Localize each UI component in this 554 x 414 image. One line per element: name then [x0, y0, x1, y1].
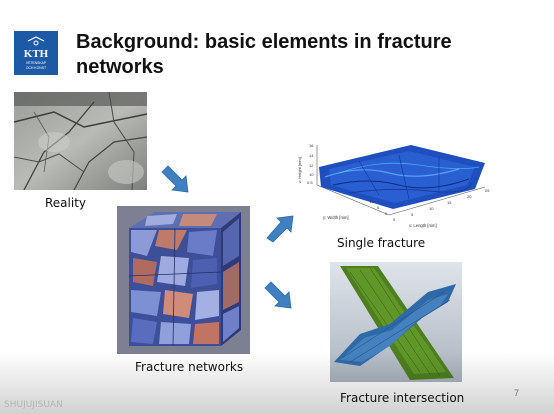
arrow-network-to-intersection [263, 280, 299, 312]
fracture-network-cube [117, 206, 250, 354]
watermark-text: SHUJUJISUAN [4, 400, 63, 410]
logo-subtext-1: VETENSKAP [26, 61, 47, 65]
x-tick: 5 [411, 212, 414, 217]
reality-rock-photo [13, 91, 148, 191]
single-fracture-label: Single fracture [337, 236, 426, 250]
arrow-reality-to-network [160, 164, 196, 196]
x-tick: 10 [429, 206, 434, 211]
z-tick: 14 [309, 153, 314, 158]
arrow-network-to-single [263, 212, 299, 244]
y-tick: 0 [385, 211, 388, 216]
z-tick: 16 [309, 143, 314, 148]
x-axis-label: x: Length [mm] [409, 223, 437, 228]
logo-subtext-2: OCH KONST [26, 66, 46, 70]
z-axis-label: z: Height [mm] [297, 157, 302, 183]
z-tick: 10 [309, 172, 314, 177]
page-number: 7 [514, 388, 520, 398]
kth-logo: KTH VETENSKAP OCH KONST [14, 31, 58, 75]
y-tick: 5 [377, 205, 380, 210]
x-tick: 20 [467, 194, 472, 199]
fracture-intersection-render [330, 262, 462, 382]
x-tick: 25 [485, 188, 490, 193]
bottom-shadow-band [0, 352, 554, 414]
slide-title: Background: basic elements in fracture n… [76, 31, 452, 78]
z-tick: 0.5 [307, 180, 313, 185]
y-tick: 10 [369, 199, 374, 204]
x-tick: 15 [447, 200, 452, 205]
fracture-networks-label: Fracture networks [135, 360, 244, 374]
fracture-intersection-label: Fracture intersection [340, 391, 465, 405]
y-axis-label: y: Width [mm] [323, 215, 349, 220]
single-fracture-surface-plot: 16 14 12 10 0.5 z: Height [mm] 10 5 0 y:… [289, 137, 515, 229]
z-tick: 12 [309, 163, 314, 168]
logo-text: KTH [24, 48, 49, 60]
reality-label: Reality [45, 196, 87, 210]
x-tick: 0 [393, 217, 396, 222]
